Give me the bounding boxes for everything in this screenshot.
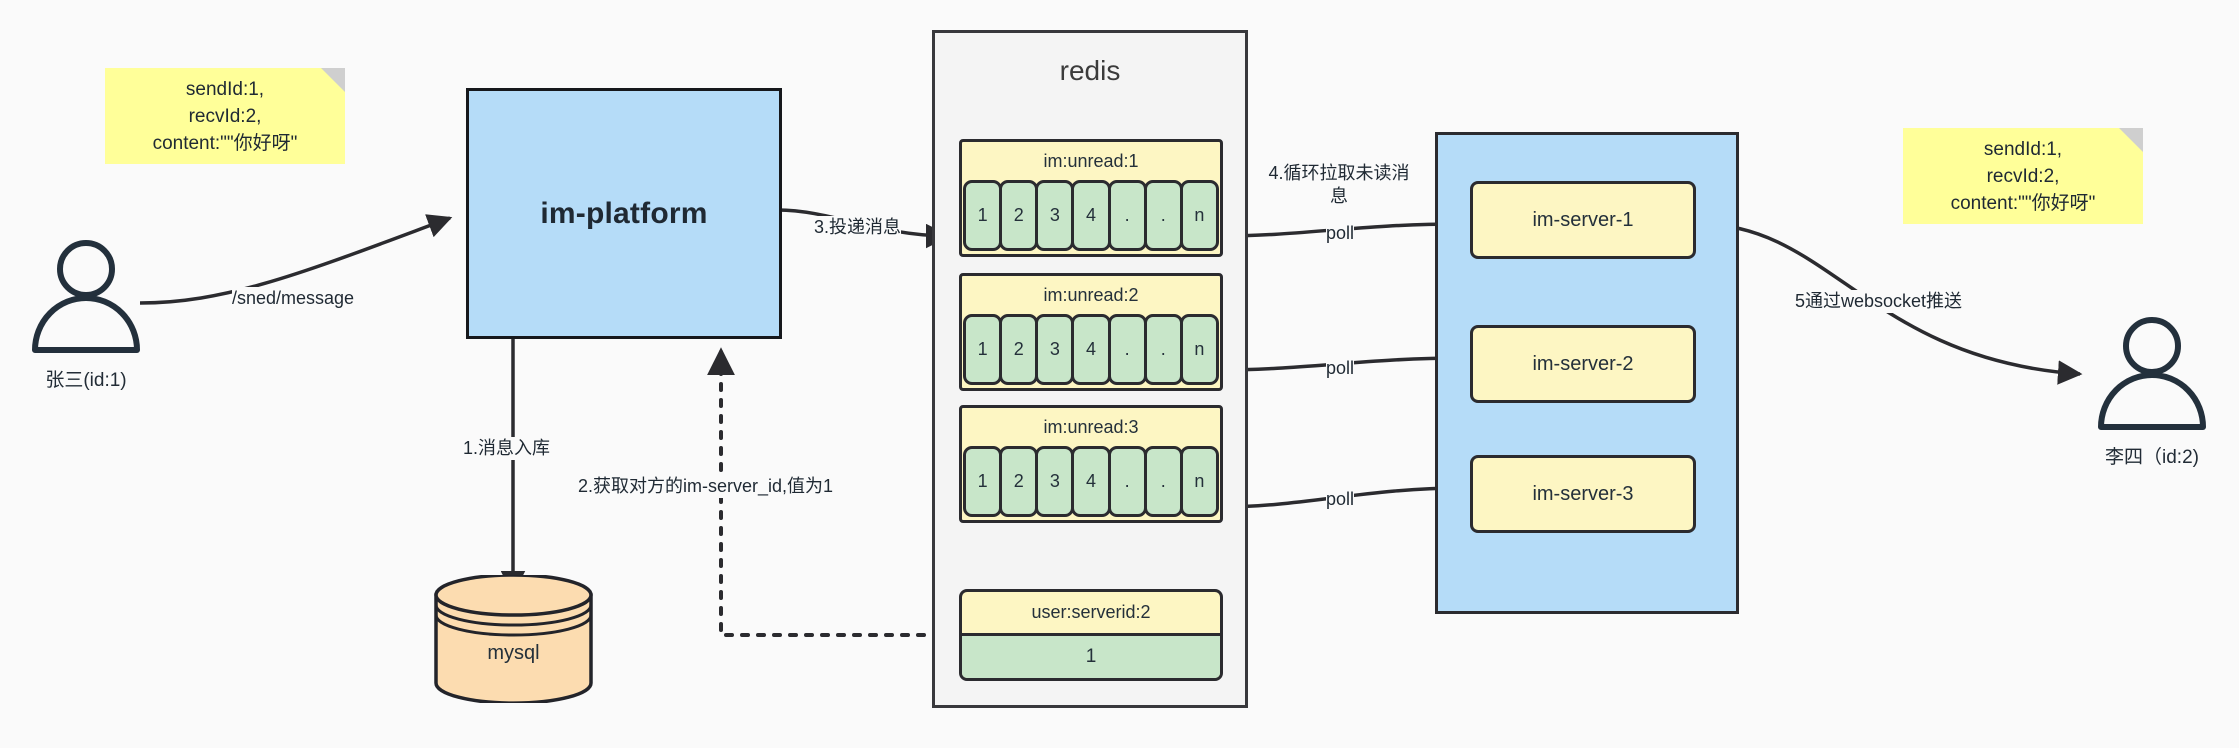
sticky-note-right: sendId:1, recvId:2, content:""你好呀" <box>1903 128 2143 224</box>
redis-key-group-unread-3[interactable]: im:unread:3 1 2 3 4 . . n <box>959 405 1223 523</box>
list-cell: 4 <box>1071 314 1111 385</box>
im-platform-box[interactable]: im-platform <box>466 88 782 339</box>
redis-key-label: im:unread:3 <box>1043 416 1139 437</box>
list-cell: 3 <box>1035 446 1075 517</box>
list-cell: . <box>1107 446 1147 517</box>
list-cell: 4 <box>1071 446 1111 517</box>
redis-key-group-unread-2[interactable]: im:unread:2 1 2 3 4 . . n <box>959 273 1223 391</box>
list-cell: . <box>1107 180 1147 251</box>
list-cell: 3 <box>1035 180 1075 251</box>
redis-list-cells: 1 2 3 4 . . n <box>963 446 1219 517</box>
list-cell: 2 <box>999 446 1039 517</box>
edge-label-step4: 4.循环拉取未读消 息 <box>1256 162 1422 208</box>
list-cell: . <box>1143 446 1183 517</box>
edge-label-step3: 3.投递消息 <box>814 216 902 239</box>
actor-receiver-label: 李四（id:2) <box>2105 447 2199 468</box>
list-cell: 1 <box>963 314 1003 385</box>
list-cell: n <box>1179 180 1219 251</box>
im-server-3-node[interactable]: im-server-3 <box>1470 455 1696 533</box>
redis-title: redis <box>1059 55 1121 86</box>
list-cell: 1 <box>963 446 1003 517</box>
list-cell: . <box>1107 314 1147 385</box>
list-cell: 3 <box>1035 314 1075 385</box>
im-server-2-label: im-server-2 <box>1532 352 1634 375</box>
redis-key-label: im:unread:2 <box>1043 284 1139 305</box>
edge-label-step1: 1.消息入库 <box>463 437 551 460</box>
list-cell: 4 <box>1071 180 1111 251</box>
actor-sender-label: 张三(id:1) <box>45 370 127 391</box>
sticky-note-left: sendId:1, recvId:2, content:""你好呀" <box>105 68 345 164</box>
edge-label-poll-1: poll <box>1326 222 1355 245</box>
mysql-label: mysql <box>487 642 539 664</box>
edge-label-send-message: /sned/message <box>232 287 355 310</box>
actor-sender: 张三(id:1) <box>22 238 150 391</box>
edge-label-poll-2: poll <box>1326 357 1355 380</box>
mysql-database[interactable]: mysql <box>432 573 595 705</box>
im-platform-label: im-platform <box>540 196 708 230</box>
person-icon <box>32 240 140 353</box>
sticky-note-left-text: sendId:1, recvId:2, content:""你好呀" <box>152 78 298 154</box>
note-fold-icon <box>321 68 345 92</box>
edge-label-step5: 5通过websocket推送 <box>1795 290 1963 313</box>
edge-label-poll-3: poll <box>1326 488 1355 511</box>
list-cell: n <box>1179 314 1219 385</box>
im-server-1-node[interactable]: im-server-1 <box>1470 181 1696 259</box>
list-cell: . <box>1143 314 1183 385</box>
im-server-1-label: im-server-1 <box>1532 208 1634 231</box>
note-fold-icon <box>2119 128 2143 152</box>
edge-label-step2: 2.获取对方的im-server_id,值为1 <box>578 475 834 498</box>
list-cell: . <box>1143 180 1183 251</box>
redis-key-group-user-serverid[interactable]: user:serverid:2 1 <box>959 589 1223 681</box>
im-server-cluster: im-server-1 im-server-2 im-server-3 <box>1435 132 1739 614</box>
person-icon <box>2098 317 2206 430</box>
redis-key-label: im:unread:1 <box>1043 150 1139 171</box>
list-cell: 2 <box>999 314 1039 385</box>
list-cell: 2 <box>999 180 1039 251</box>
database-cylinder-icon: mysql <box>434 573 593 705</box>
actor-receiver: 李四（id:2) <box>2088 315 2216 468</box>
redis-list-cells: 1 2 3 4 . . n <box>963 314 1219 385</box>
redis-list-cells: 1 2 3 4 . . n <box>963 180 1219 251</box>
redis-container: redis im:unread:1 1 2 3 4 . . n im:unrea… <box>932 30 1248 708</box>
list-cell: n <box>1179 446 1219 517</box>
redis-key-group-unread-1[interactable]: im:unread:1 1 2 3 4 . . n <box>959 139 1223 257</box>
sticky-note-right-text: sendId:1, recvId:2, content:""你好呀" <box>1950 138 2096 214</box>
im-server-2-node[interactable]: im-server-2 <box>1470 325 1696 403</box>
redis-kv-value: 1 <box>962 633 1220 678</box>
list-cell: 1 <box>963 180 1003 251</box>
im-server-3-label: im-server-3 <box>1532 482 1634 505</box>
redis-kv-key: user:serverid:2 <box>1031 602 1151 622</box>
